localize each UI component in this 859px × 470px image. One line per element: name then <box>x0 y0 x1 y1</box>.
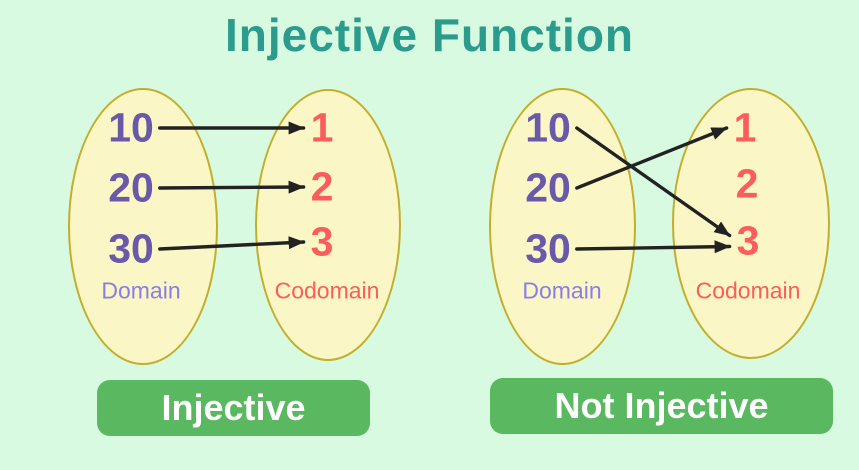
injective-domain-value: 20 <box>108 164 154 211</box>
not-injective-codomain-value: 2 <box>735 160 759 207</box>
injective-domain-label: Domain <box>101 277 181 304</box>
not-injective-codomain-label: Codomain <box>695 277 801 304</box>
not-injective-codomain-value: 3 <box>736 217 760 264</box>
not-injective-codomain-value: 1 <box>733 104 757 151</box>
not-injective-caption-badge: Not Injective <box>490 378 833 434</box>
injective-codomain-ellipse <box>255 89 401 361</box>
not-injective-domain-value: 10 <box>525 104 571 151</box>
not-injective-domain-value: 20 <box>525 164 571 211</box>
injective-codomain-value: 1 <box>310 104 334 151</box>
injective-domain-ellipse <box>68 88 218 365</box>
injective-caption-badge: Injective <box>97 380 370 436</box>
injective-codomain-value: 2 <box>310 163 334 210</box>
page-title: Injective Function <box>224 9 635 61</box>
injective-domain-value: 10 <box>108 104 154 151</box>
injective-codomain-label: Codomain <box>274 277 380 304</box>
injective-domain-value: 30 <box>108 225 154 272</box>
not-injective-caption-text: Not Injective <box>554 385 769 426</box>
injective-codomain-value: 3 <box>310 218 334 265</box>
not-injective-domain-label: Domain <box>522 277 602 304</box>
not-injective-domain-value: 30 <box>525 225 571 272</box>
injective-caption-text: Injective <box>161 387 306 428</box>
